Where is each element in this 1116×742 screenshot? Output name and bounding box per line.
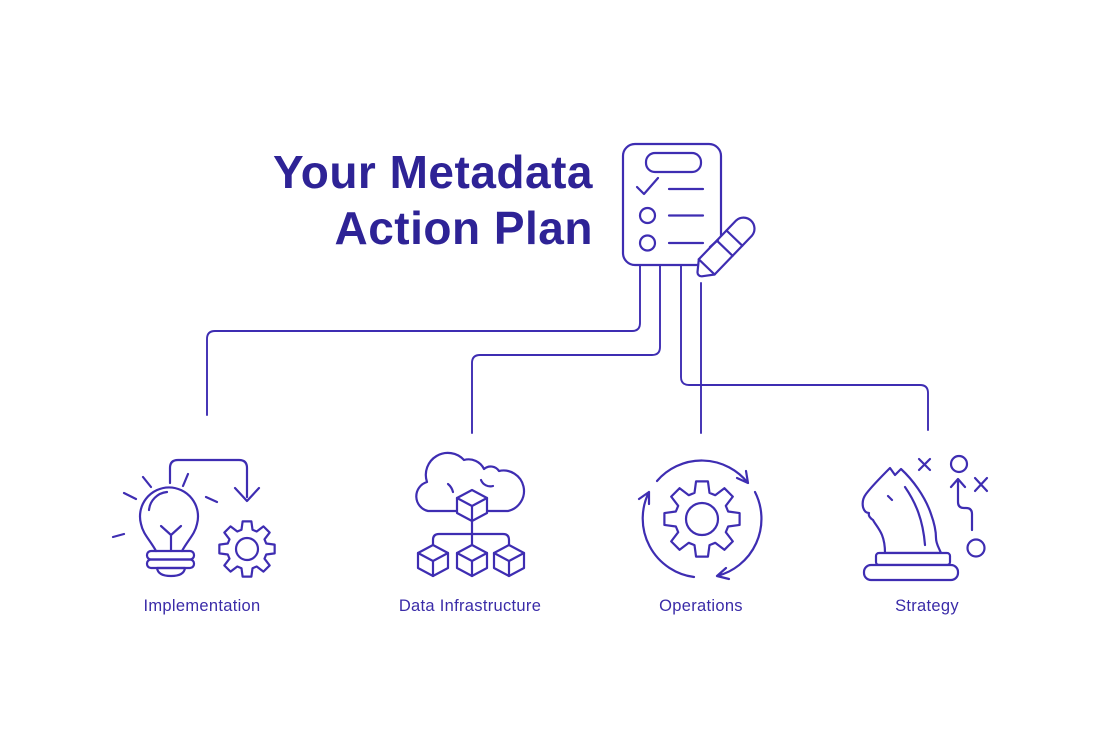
connector-strategy [680, 264, 929, 431]
section-label-strategy: Strategy [895, 597, 959, 615]
connector-data-infrastructure [471, 264, 661, 434]
lightbulb-arrow-gear-icon [111, 458, 276, 578]
pencil-icon [696, 216, 756, 278]
chess-knight-tactics-icon [861, 454, 989, 582]
gear-cycle-arrows-icon [637, 459, 763, 581]
cloud-network-cubes-icon [415, 451, 526, 578]
connector-lines [206, 264, 929, 434]
section-label-implementation: Implementation [143, 597, 261, 615]
title-line-2: Action Plan [334, 202, 593, 254]
section-label-operations: Operations [659, 597, 743, 615]
page-title: Your Metadata Action Plan [273, 144, 593, 256]
section-label-data-infrastructure: Data Infrastructure [398, 597, 542, 615]
connector-implementation [206, 264, 641, 416]
curved-arrow [168, 458, 261, 503]
knight-piece [861, 466, 943, 555]
checklist-clipboard-pencil-icon [621, 142, 756, 278]
title-line-1: Your Metadata [272, 146, 593, 198]
